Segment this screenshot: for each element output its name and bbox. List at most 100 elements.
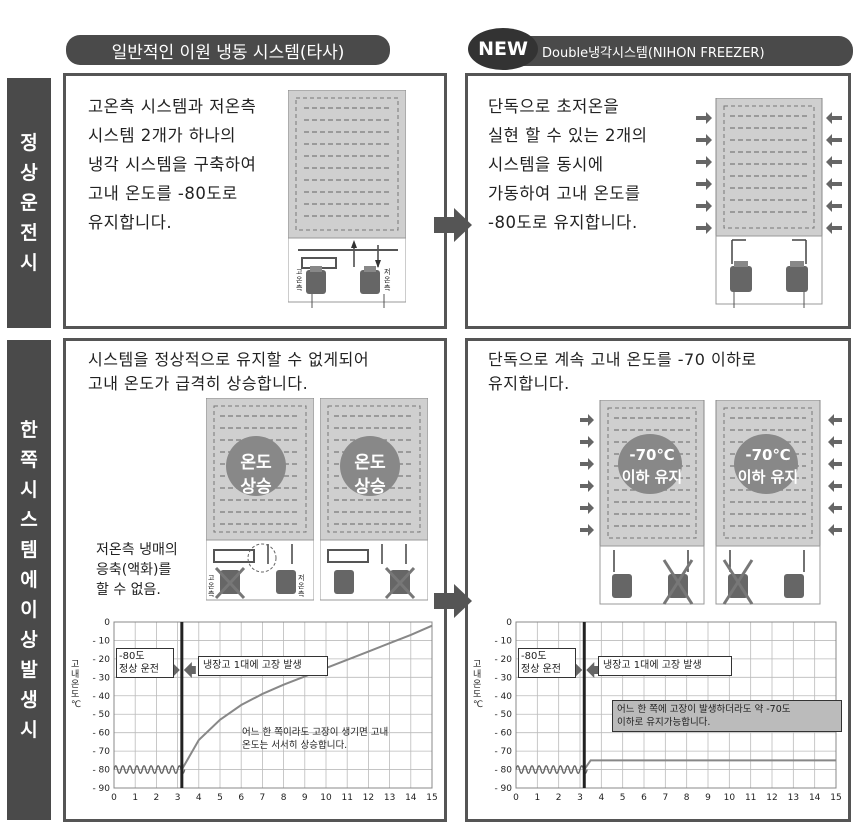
arrow-right-top	[434, 208, 472, 242]
y-tick-label: - 50	[92, 710, 110, 720]
x-tick-label: 8	[684, 793, 690, 803]
y-tick-label: - 80	[92, 766, 110, 776]
y-tick-label: - 20	[494, 655, 512, 665]
y-tick-label: - 50	[494, 710, 512, 720]
x-tick-label: 9	[705, 793, 711, 803]
x-tick-label: 6	[238, 793, 244, 803]
side-char: 템	[20, 539, 38, 561]
y-tick-label: - 30	[92, 673, 110, 683]
y-tick-label: - 60	[92, 729, 110, 739]
x-tick-label: 12	[363, 793, 374, 803]
x-tick-label: 15	[830, 793, 841, 803]
x-tick-label: 11	[745, 793, 756, 803]
bubble-below-70-2: -70℃ 이하 유지	[737, 446, 799, 486]
x-tick-label: 0	[111, 793, 117, 803]
side-char: 발	[20, 659, 38, 681]
x-tick-label: 7	[260, 793, 266, 803]
x-tick-label: 15	[426, 793, 437, 803]
arrow-from-failure	[183, 661, 196, 678]
freezer-conventional-illustration	[288, 90, 406, 308]
y-tick-label: - 70	[92, 747, 110, 757]
side-char: 정	[20, 132, 38, 154]
header-conventional: 일반적인 이원 냉동 시스템(타사)	[66, 35, 390, 65]
freezer-double-illustration	[696, 98, 842, 308]
x-tick-label: 13	[788, 793, 799, 803]
header-double: Double냉각시스템(NIHON FREEZER) NEW	[468, 28, 853, 70]
x-tick-label: 2	[154, 793, 160, 803]
y-tick-label: - 60	[494, 729, 512, 739]
normal-operation-wave	[113, 765, 186, 774]
header-conventional-text: 일반적인 이원 냉동 시스템(타사)	[111, 42, 345, 63]
side-char: 에	[20, 569, 38, 591]
header-double-text: Double냉각시스템(NIHON FREEZER)	[542, 45, 765, 61]
chart-left-annotation: 어느 한 쪽이라도 고장이 생기면 고내 온도는 서서히 상승합니다.	[242, 727, 389, 751]
chart-left-ylabel: 고내온도 ℃	[71, 660, 82, 710]
y-tick-label: - 90	[92, 784, 110, 794]
bubble-temp-rise-2: 온도 상승	[354, 453, 386, 497]
side-char: 상	[20, 162, 38, 184]
freezer-failure-conventional-1	[206, 398, 314, 601]
side-char: 생	[20, 689, 38, 711]
arrow-from-failure	[586, 661, 599, 678]
x-tick-label: 14	[405, 793, 417, 803]
x-tick-label: 6	[641, 793, 647, 803]
x-tick-label: 13	[384, 793, 395, 803]
freezer-failure-double-2	[715, 400, 842, 605]
side-char: 전	[20, 222, 38, 244]
y-tick-label: - 10	[92, 636, 110, 646]
freezer-failure-double-1	[580, 400, 705, 605]
unit-label-high: 고온측	[208, 574, 215, 598]
x-tick-label: 14	[809, 793, 821, 803]
x-tick-label: 1	[534, 793, 540, 803]
x-tick-label: 10	[724, 793, 736, 803]
y-tick-label: - 90	[494, 784, 512, 794]
panel-top-left-text: 고온측 시스템과 저온측 시스템 2개가 하나의 냉각 시스템을 구축하여 고내…	[88, 97, 257, 232]
freezer-failure-conventional-2	[320, 398, 428, 601]
x-tick-label: 10	[320, 793, 332, 803]
x-tick-label: 2	[556, 793, 562, 803]
x-tick-label: 12	[766, 793, 777, 803]
normal-operation-wave	[515, 765, 588, 774]
unit-label-low: 저온측	[298, 574, 305, 598]
x-tick-label: 8	[281, 793, 287, 803]
panel-bottom-left-text: 시스템을 정상적으로 유지할 수 없게되어 고내 온도가 급격히 상승합니다.	[88, 350, 370, 393]
x-tick-label: 0	[513, 793, 519, 803]
chart-right-annotation: 어느 한 쪽에 고장이 발생하더라도 약 -70도 이하로 유지가능합니다.	[612, 700, 842, 732]
y-tick-label: - 20	[92, 655, 110, 665]
side-char: 상	[20, 629, 38, 651]
side-char: 한	[20, 419, 38, 441]
side-char: 이	[20, 599, 38, 621]
x-tick-label: 5	[620, 793, 626, 803]
condensation-note: 저온측 냉매의 응축(액화)를 할 수 없음.	[96, 542, 178, 598]
series-line	[583, 759, 836, 771]
side-char: 쪽	[20, 449, 38, 471]
chart-left-failure-label: 냉장고 1대에 고장 발생	[198, 656, 328, 676]
y-tick-label: - 30	[494, 673, 512, 683]
x-tick-label: 1	[132, 793, 138, 803]
new-badge: NEW	[468, 28, 538, 70]
side-char: 시	[20, 479, 38, 501]
side-char: 운	[20, 192, 38, 214]
arrow-right-bottom	[434, 584, 472, 618]
chart-right-failure-label: 냉장고 1대에 고장 발생	[598, 656, 732, 676]
y-tick-label: - 80	[494, 766, 512, 776]
y-tick-label: - 70	[494, 747, 512, 757]
x-tick-label: 9	[302, 793, 308, 803]
x-tick-label: 11	[341, 793, 352, 803]
y-tick-label: 0	[104, 618, 110, 628]
plot-frame	[113, 621, 433, 789]
panel-bottom-right-text: 단독으로 계속 고내 온도를 -70 이하로 유지합니다.	[488, 350, 757, 393]
x-tick-label: 4	[196, 793, 202, 803]
y-tick-label: - 40	[494, 692, 512, 702]
x-tick-label: 5	[217, 793, 223, 803]
x-tick-label: 7	[662, 793, 668, 803]
y-tick-label: 0	[506, 618, 512, 628]
x-tick-label: 3	[577, 793, 583, 803]
chart-right-ylabel: 고내온도 ℃	[473, 660, 484, 710]
bubble-below-70-1: -70℃ 이하 유지	[621, 446, 683, 486]
panel-top-right-text: 단독으로 초저온을 실현 할 수 있는 2개의 시스템을 동시에 가동하여 고내…	[488, 97, 648, 232]
chart-left-normal-label: -80도 정상 운전	[116, 648, 174, 678]
